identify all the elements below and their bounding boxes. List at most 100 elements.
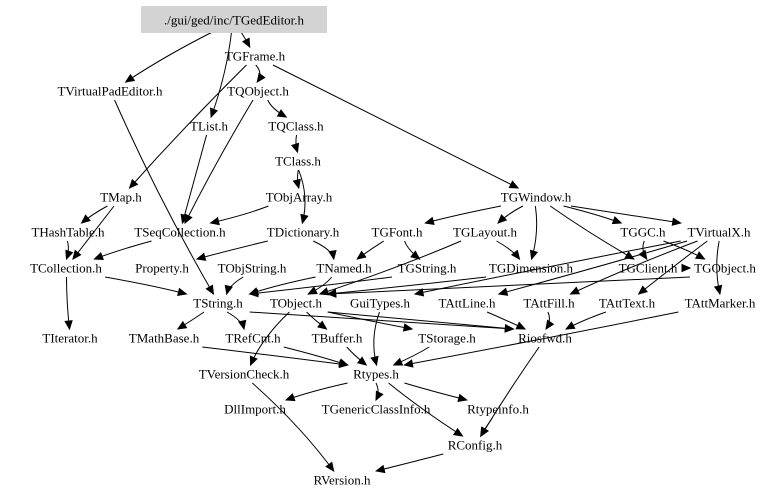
arrowhead-icon <box>504 323 515 333</box>
edge-tg-window-to-tg-font <box>425 205 502 224</box>
node-label: TAttFill.h <box>523 296 575 311</box>
node-t-math-base[interactable]: TMathBase.h <box>129 331 200 346</box>
node-t-map[interactable]: TMap.h <box>100 190 142 205</box>
node-t-virtual-pad-editor[interactable]: TVirtualPadEditor.h <box>57 84 163 99</box>
node-label: TGDimension.h <box>489 261 574 276</box>
edge-t-virtual-x-to-t-att-fill <box>570 240 698 295</box>
edge-tq-object-to-t-seq-collection <box>184 99 254 224</box>
node-tg-font[interactable]: TGFont.h <box>372 225 423 240</box>
arrowhead-icon <box>410 250 421 260</box>
node-tg-frame[interactable]: TGFrame.h <box>225 49 286 64</box>
node-tggc[interactable]: TGGC.h <box>620 225 666 240</box>
arrowhead-icon <box>276 109 288 118</box>
node-t-version-check[interactable]: TVersionCheck.h <box>199 367 290 382</box>
arrowhead-icon <box>515 321 527 330</box>
node-label: Rtypeinfo.h <box>467 402 529 417</box>
arrowhead-icon <box>128 178 139 189</box>
node-t-virtual-x[interactable]: TVirtualX.h <box>687 225 751 240</box>
arrowhead-icon <box>392 357 404 366</box>
node-t-string[interactable]: TString.h <box>193 296 243 311</box>
edge-t-seq-collection-to-t-collection <box>94 240 152 260</box>
node-riosfwd[interactable]: Riosfwd.h <box>518 331 572 346</box>
arrowhead-icon <box>413 288 425 297</box>
node-t-obj-array[interactable]: TObjArray.h <box>266 190 333 205</box>
node-t-hash-table[interactable]: THashTable.h <box>31 225 105 240</box>
node-tq-class[interactable]: TQClass.h <box>268 119 324 134</box>
arrowhead-icon <box>224 284 233 296</box>
edge-tg-frame-to-t-map <box>129 64 247 189</box>
node-label: TNamed.h <box>316 261 372 276</box>
node-t-class[interactable]: TClass.h <box>275 154 321 169</box>
arrowhead-icon <box>452 427 464 437</box>
node-t-storage[interactable]: TStorage.h <box>418 331 476 346</box>
edge-tg-window-to-tg-client <box>549 205 635 260</box>
node-t-ged-editor[interactable]: ./gui/ged/inc/TGedEditor.h <box>141 6 327 33</box>
node-tg-object[interactable]: TGObject.h <box>694 261 756 276</box>
edge-t-object-to-t-storage <box>327 311 413 330</box>
arrowhead-icon <box>318 287 330 296</box>
node-rtypeinfo[interactable]: Rtypeinfo.h <box>467 402 529 417</box>
node-label: TGenericClassInfo.h <box>322 402 431 417</box>
node-tg-dimension[interactable]: TGDimension.h <box>489 261 574 276</box>
edge-tg-window-to-t-virtual-x <box>570 205 681 224</box>
arrowhead-icon <box>80 214 91 224</box>
arrowhead-icon <box>237 319 247 331</box>
edge-t-dictionary-to-t-named <box>313 240 335 260</box>
arrowhead-icon <box>457 393 468 403</box>
arrowhead-icon <box>564 321 576 330</box>
node-t-generic-class-info[interactable]: TGenericClassInfo.h <box>322 402 431 417</box>
node-label: TMap.h <box>100 190 142 205</box>
arrowhead-icon <box>292 178 301 190</box>
node-tg-layout[interactable]: TGLayout.h <box>453 225 517 240</box>
node-tg-string[interactable]: TGString.h <box>398 261 457 276</box>
node-label: DllImport.h <box>224 402 286 417</box>
node-t-seq-collection[interactable]: TSeqCollection.h <box>134 225 226 240</box>
arrowhead-icon <box>402 323 414 332</box>
node-gui-types[interactable]: GuiTypes.h <box>350 296 411 311</box>
node-t-ref-cnt[interactable]: TRefCnt.h <box>225 331 281 346</box>
node-tg-client[interactable]: TGClient.h <box>619 261 678 276</box>
node-label: TGLayout.h <box>453 225 517 240</box>
node-t-buffer[interactable]: TBuffer.h <box>312 331 363 346</box>
node-label: TGFont.h <box>372 225 423 240</box>
node-t-att-text[interactable]: TAttText.h <box>599 296 656 311</box>
arrowhead-icon <box>300 213 309 225</box>
node-label: Riosfwd.h <box>518 331 572 346</box>
node-t-collection[interactable]: TCollection.h <box>30 261 102 276</box>
arrowhead-icon <box>637 285 648 295</box>
node-t-att-fill[interactable]: TAttFill.h <box>523 296 575 311</box>
node-t-att-line[interactable]: TAttLine.h <box>438 296 496 311</box>
node-t-list[interactable]: TList.h <box>190 119 228 134</box>
edge-rtypes-to-r-config <box>388 382 463 437</box>
node-r-version[interactable]: RVersion.h <box>313 473 371 488</box>
arrowhead-icon <box>248 288 259 298</box>
node-t-iterator[interactable]: TIterator.h <box>42 331 98 346</box>
node-r-config[interactable]: RConfig.h <box>448 438 503 453</box>
node-dll-import[interactable]: DllImport.h <box>224 402 286 417</box>
arrowhead-icon <box>497 214 508 224</box>
node-t-object[interactable]: TObject.h <box>270 296 323 311</box>
node-t-dictionary[interactable]: TDictionary.h <box>267 225 340 240</box>
node-label: TObject.h <box>270 296 323 311</box>
arrowhead-icon <box>326 288 337 298</box>
edge-r-config-to-r-version <box>376 453 444 472</box>
arrowhead-icon <box>284 393 296 402</box>
node-label: TCollection.h <box>30 261 102 276</box>
arrowhead-icon <box>241 37 251 49</box>
node-rtypes[interactable]: Rtypes.h <box>353 367 399 382</box>
edge-rtypes-to-dll-import <box>285 382 348 401</box>
node-tq-object[interactable]: TQObject.h <box>227 84 289 99</box>
arrowhead-icon <box>713 284 723 296</box>
node-label: Rtypes.h <box>353 367 399 382</box>
node-t-named[interactable]: TNamed.h <box>316 261 372 276</box>
arrowhead-icon <box>356 356 368 366</box>
node-tg-window[interactable]: TGWindow.h <box>501 190 572 205</box>
node-label: TList.h <box>190 119 228 134</box>
node-t-att-marker[interactable]: TAttMarker.h <box>685 296 756 311</box>
node-label: TGClient.h <box>619 261 678 276</box>
arrowhead-icon <box>209 216 220 226</box>
node-t-obj-string[interactable]: TObjString.h <box>218 261 287 276</box>
node-property[interactable]: Property.h <box>135 261 189 276</box>
arrowhead-icon <box>374 464 386 474</box>
